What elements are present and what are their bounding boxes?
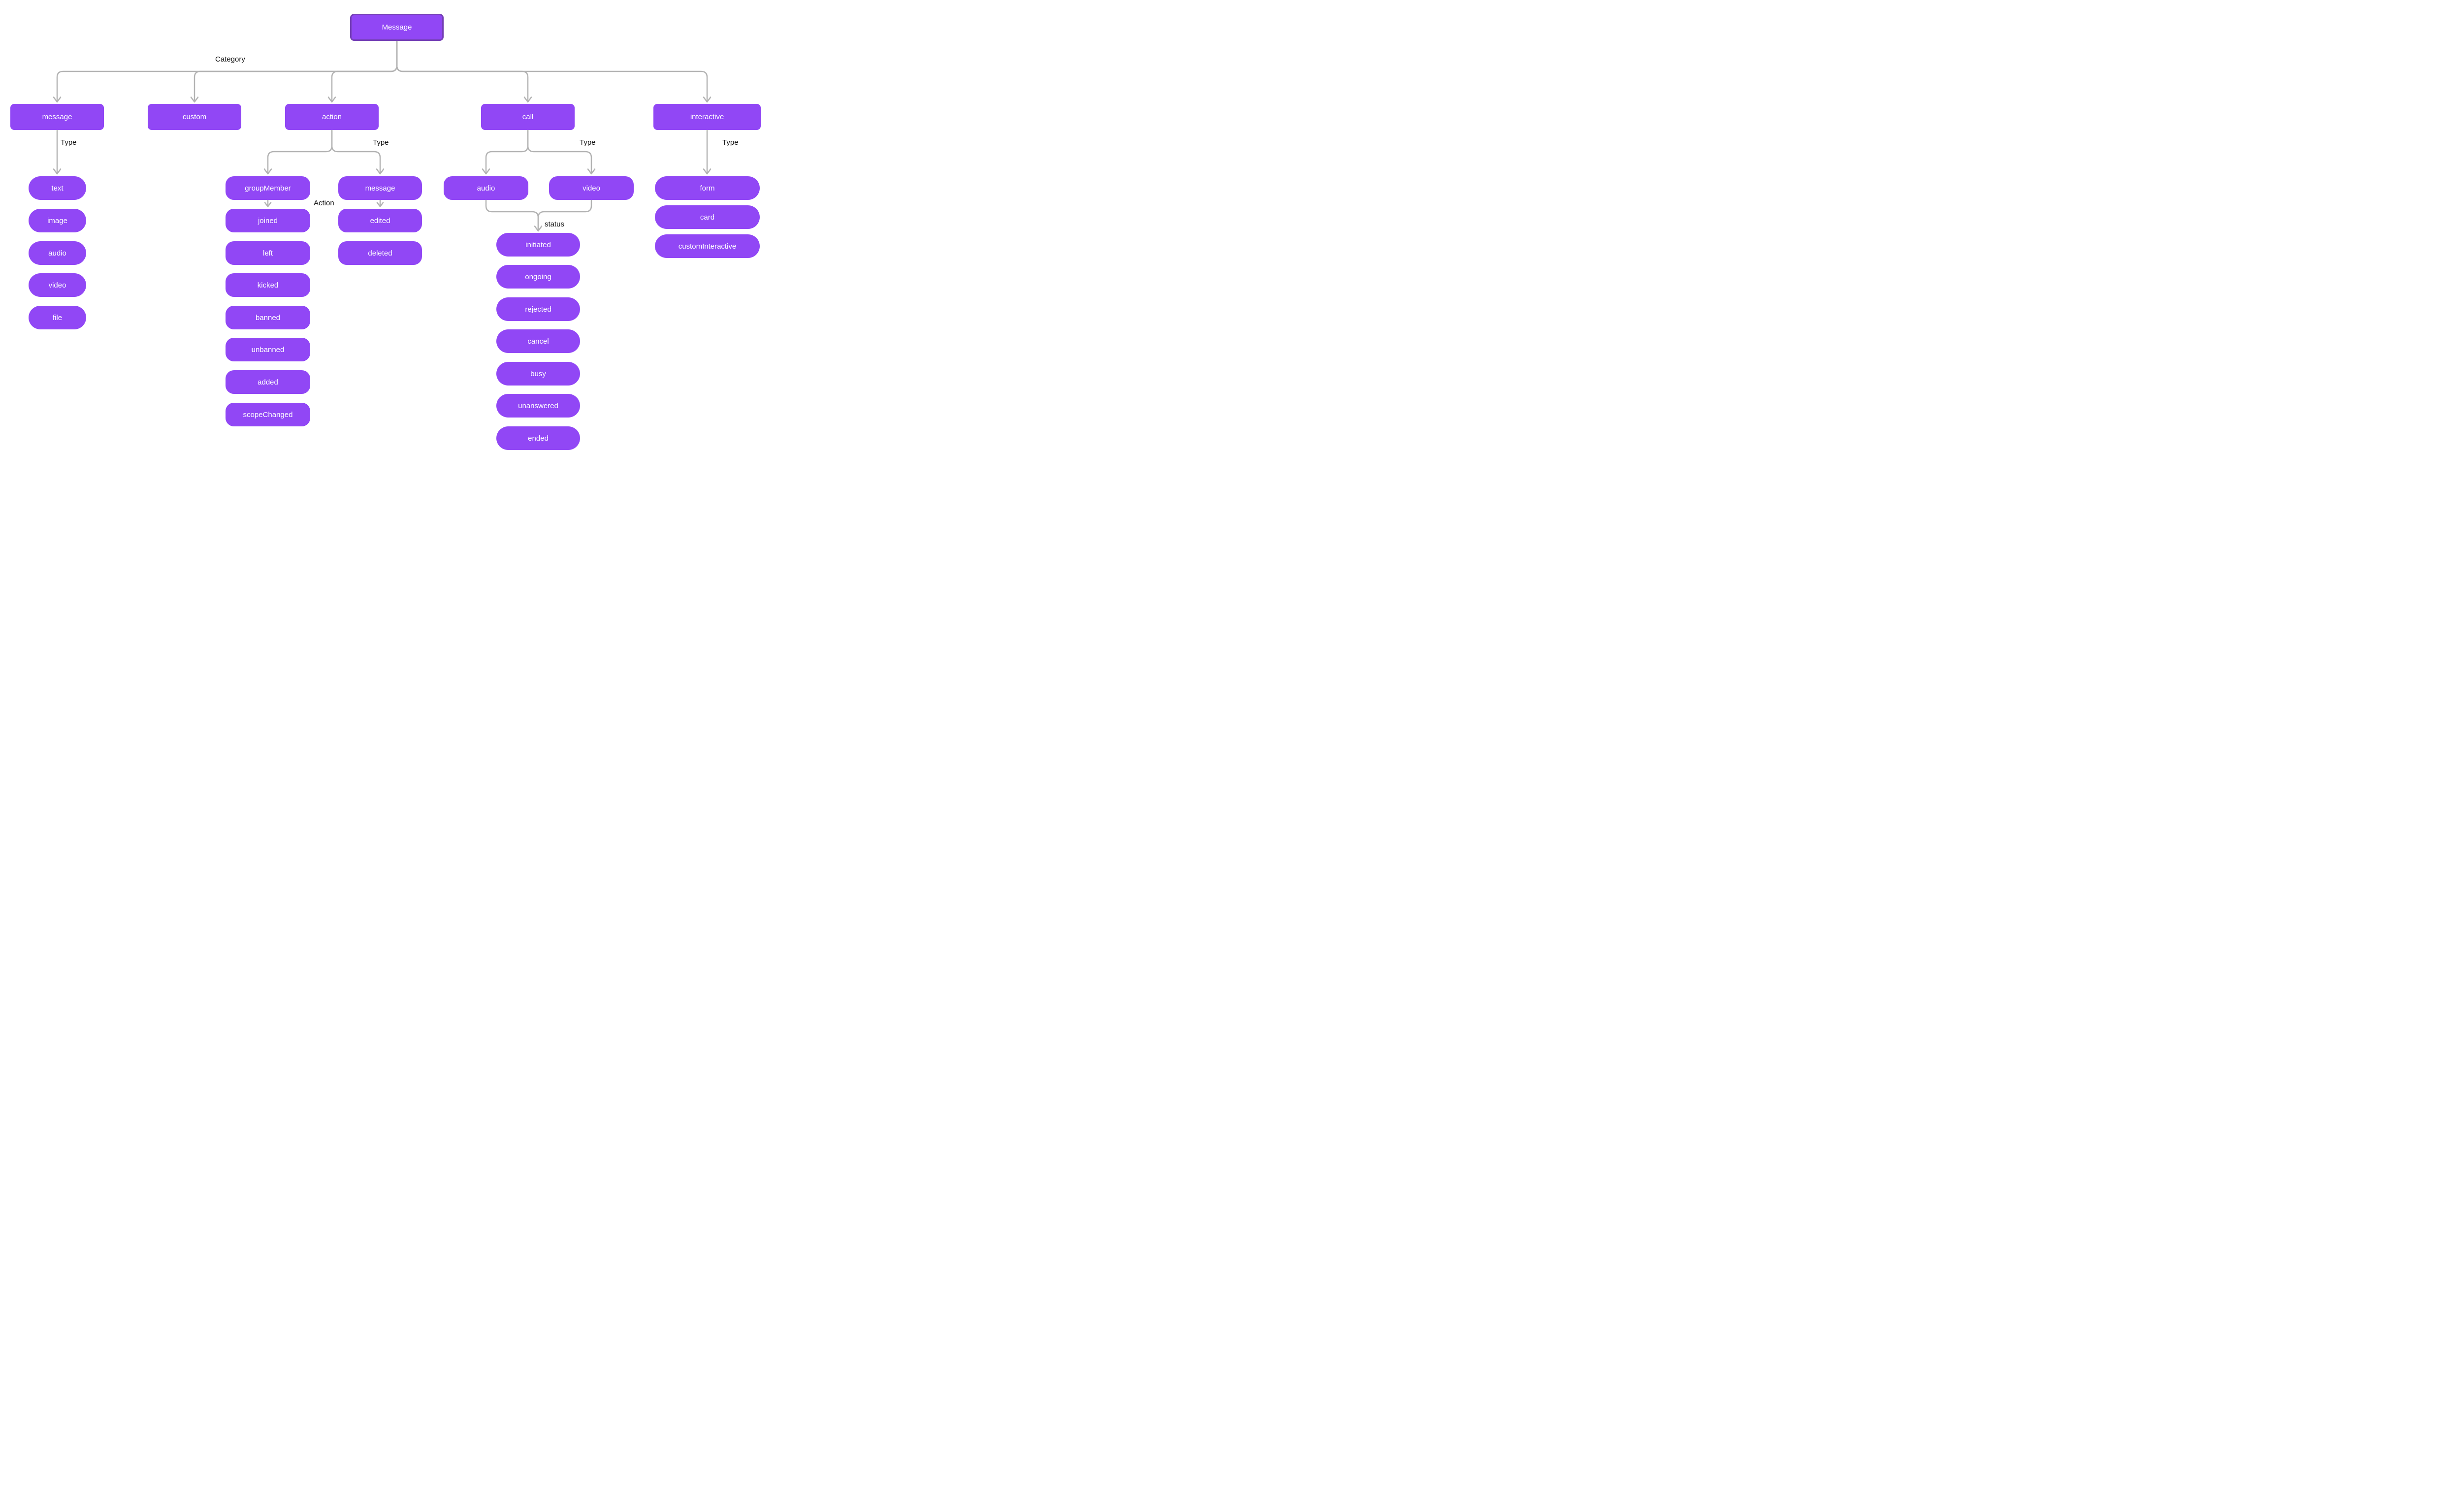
arrowhead-custom (190, 97, 199, 103)
node-type-audio: audio (29, 241, 86, 265)
node-type-video: video (29, 273, 86, 297)
edge-label-type-action: Type (373, 138, 389, 147)
edge-video-to-status (537, 199, 592, 230)
edge-label-status: status (545, 220, 565, 228)
node-message-root: Message (350, 14, 444, 41)
arrowhead-action (327, 97, 336, 103)
arrowhead-initiated (534, 225, 543, 232)
node-category-action: action (285, 104, 379, 130)
node-status-cancel: cancel (496, 329, 580, 353)
arrowhead-video (587, 168, 596, 175)
arrowhead-call (523, 97, 532, 103)
edge-root-to-interactive (396, 40, 708, 102)
node-action-edited: edited (338, 209, 422, 232)
node-action-joined: joined (226, 209, 310, 232)
message-structure-diagram: Message Category Type Type Type Type Act… (0, 0, 772, 464)
node-action-deleted: deleted (338, 241, 422, 265)
node-type-image: image (29, 209, 86, 232)
node-action-added: added (226, 370, 310, 394)
node-category-call: call (481, 104, 575, 130)
edge-call-to-audio (485, 129, 529, 174)
node-status-initiated: initiated (496, 233, 580, 257)
edge-action-to-message (331, 129, 381, 174)
node-type-video-call: video (549, 176, 634, 200)
arrowhead-joined (264, 202, 272, 207)
node-action-left: left (226, 241, 310, 265)
edge-audio-to-status (485, 199, 539, 230)
edge-label-type-interactive: Type (722, 138, 739, 147)
node-action-unbanned: unbanned (226, 338, 310, 361)
edge-label-category: Category (215, 55, 245, 64)
arrowhead-form (703, 168, 712, 175)
node-status-ongoing: ongoing (496, 265, 580, 289)
node-type-audio-call: audio (444, 176, 528, 200)
node-action-banned: banned (226, 306, 310, 329)
edge-label-type-message: Type (61, 138, 77, 147)
node-status-unanswered: unanswered (496, 394, 580, 418)
arrowhead-text (53, 168, 62, 175)
node-type-action-message: message (338, 176, 422, 200)
arrowhead-message (53, 97, 62, 103)
node-type-custominteractive: customInteractive (655, 234, 760, 258)
node-action-scopechanged: scopeChanged (226, 403, 310, 426)
arrowhead-groupmember (263, 168, 272, 175)
edge-root-to-action (331, 40, 398, 102)
arrowhead-action-message (376, 168, 385, 175)
node-action-kicked: kicked (226, 273, 310, 297)
node-type-form: form (655, 176, 760, 200)
node-type-file: file (29, 306, 86, 329)
node-category-message: message (10, 104, 104, 130)
edge-call-to-video (527, 129, 592, 174)
node-status-busy: busy (496, 362, 580, 386)
node-type-card: card (655, 205, 760, 229)
node-status-rejected: rejected (496, 297, 580, 321)
node-type-groupmember: groupMember (226, 176, 310, 200)
node-type-text: text (29, 176, 86, 200)
node-category-custom: custom (148, 104, 241, 130)
arrowhead-edited (376, 202, 384, 207)
node-status-ended: ended (496, 426, 580, 450)
arrowhead-interactive (703, 97, 712, 103)
edge-label-type-call: Type (580, 138, 596, 147)
connector-lines (53, 40, 712, 232)
node-category-interactive: interactive (653, 104, 761, 130)
edge-action-to-groupmember (267, 129, 333, 174)
arrowhead-audio (482, 168, 490, 175)
edge-label-action: Action (314, 199, 334, 207)
